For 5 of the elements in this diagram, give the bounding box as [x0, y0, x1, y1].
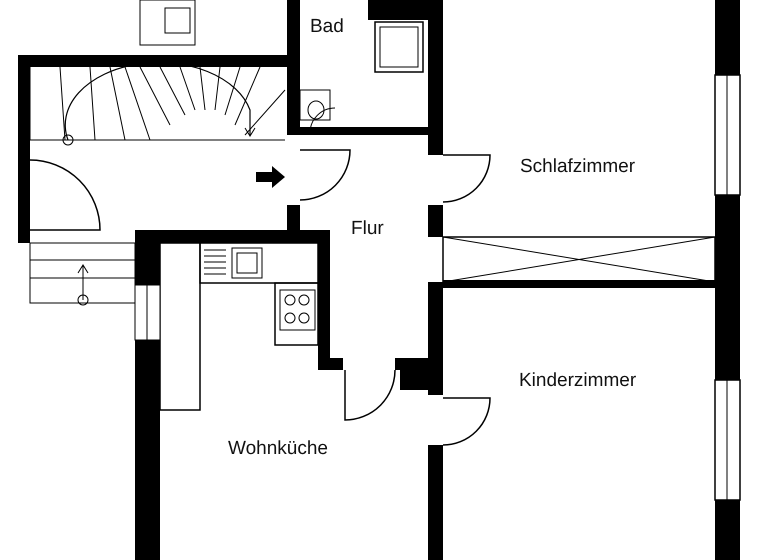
room-label: Kinderzimmer	[519, 370, 636, 392]
room-label: Flur	[351, 218, 384, 240]
room-label: Wohnküche	[228, 438, 328, 460]
room-label: Bad	[310, 16, 344, 38]
room-label: Schlafzimmer	[520, 156, 636, 178]
